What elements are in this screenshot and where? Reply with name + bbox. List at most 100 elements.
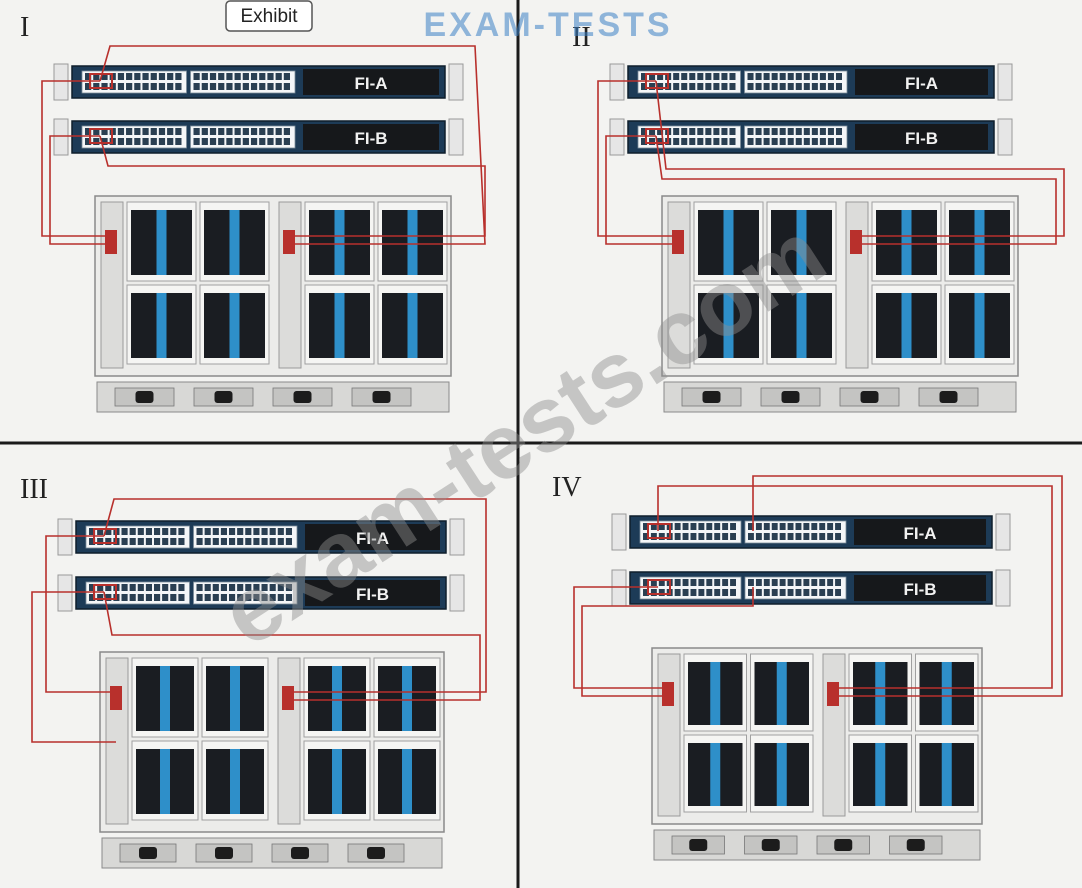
- switch-port: [242, 138, 249, 145]
- switch-port: [795, 533, 802, 540]
- switch-port: [245, 538, 252, 545]
- switch-port: [220, 594, 227, 601]
- switch-port: [771, 83, 778, 90]
- switch-port: [771, 579, 778, 586]
- switch-port: [204, 528, 211, 535]
- switch-port: [93, 83, 100, 90]
- switch-port: [730, 523, 736, 530]
- switch-port: [220, 528, 227, 535]
- switch-port: [705, 138, 712, 145]
- switch-port: [689, 138, 696, 145]
- blade-stripe: [710, 662, 721, 725]
- blade-stripe: [974, 210, 985, 275]
- blade-chassis: [99, 651, 445, 869]
- switch-port: [698, 533, 705, 540]
- switch-port: [261, 594, 268, 601]
- switch-port: [673, 73, 680, 80]
- switch-port: [819, 73, 826, 80]
- switch-port: [697, 83, 704, 90]
- fabric-interconnect-a: FI-A: [57, 518, 465, 556]
- switch-port: [162, 528, 169, 535]
- switch-port: [755, 128, 762, 135]
- switch-port: [261, 584, 268, 591]
- switch-port: [285, 584, 292, 591]
- switch-port: [117, 138, 125, 145]
- rack-ear-left: [57, 518, 73, 556]
- switch-port: [167, 83, 174, 90]
- fabric-interconnect-b: FI-B: [611, 569, 1011, 607]
- blade-stripe: [974, 293, 985, 358]
- switch-port: [803, 138, 810, 145]
- switch-port: [811, 73, 818, 80]
- power-inlet: [291, 847, 309, 859]
- power-inlet: [906, 839, 925, 851]
- switch-port: [682, 589, 689, 596]
- cable: [45, 535, 116, 693]
- switch-port: [259, 138, 266, 145]
- switch-port: [689, 73, 696, 80]
- switch-port: [722, 579, 729, 586]
- switch-port: [267, 83, 274, 90]
- blade-stripe: [941, 662, 952, 725]
- switch-port: [105, 594, 112, 601]
- rack-ear-left: [611, 513, 627, 551]
- switch-port: [234, 128, 241, 135]
- switch-port: [771, 589, 778, 596]
- rack-ear-right: [995, 513, 1011, 551]
- switch-port: [134, 83, 141, 90]
- switch-port: [643, 579, 649, 586]
- blade-stripe: [796, 293, 807, 358]
- switch-port: [722, 589, 729, 596]
- switch-port: [763, 128, 770, 135]
- io-module-port: [672, 230, 684, 254]
- switch-port: [819, 589, 826, 596]
- cable: [605, 135, 678, 245]
- fi-label-plate: [305, 524, 440, 550]
- blade-stripe: [156, 293, 167, 358]
- switch-port: [209, 128, 217, 135]
- switch-port: [682, 523, 689, 530]
- switch-port: [827, 83, 834, 90]
- switch-port: [641, 73, 648, 80]
- switch-port: [250, 138, 258, 145]
- switch-port: [713, 73, 720, 80]
- fi-label-plate: [855, 69, 988, 95]
- cable: [573, 586, 668, 689]
- switch-port: [145, 538, 152, 545]
- switch-port: [158, 138, 166, 145]
- switch-port: [158, 128, 166, 135]
- switch-port: [101, 73, 108, 80]
- switch-port: [771, 128, 778, 135]
- blade-stripe: [941, 743, 952, 806]
- switch-port: [154, 594, 161, 601]
- switch-port: [795, 589, 802, 596]
- switch-port: [787, 523, 794, 530]
- switch-port: [649, 128, 656, 135]
- switch-port: [158, 73, 166, 80]
- switch-port: [721, 83, 728, 90]
- cable: [99, 45, 486, 245]
- power-inlet: [293, 391, 312, 403]
- switch-port: [285, 528, 292, 535]
- switch-port: [275, 83, 282, 90]
- fi-label: FI-A: [354, 74, 387, 93]
- io-module-port: [850, 230, 862, 254]
- blade-stripe: [407, 293, 418, 358]
- switch-port: [827, 138, 834, 145]
- power-inlet: [761, 839, 780, 851]
- fi-label: FI-A: [903, 524, 936, 543]
- switch-port: [178, 584, 185, 591]
- switch-port: [698, 579, 705, 586]
- switch-port: [196, 528, 203, 535]
- io-module-port: [105, 230, 117, 254]
- switch-port: [682, 579, 689, 586]
- switch-port: [755, 589, 762, 596]
- switch-port: [755, 73, 762, 80]
- switch-port: [129, 594, 136, 601]
- switch-port: [201, 73, 208, 80]
- blade-stripe: [332, 749, 342, 814]
- switch-port: [97, 594, 104, 601]
- blade-stripe: [334, 293, 345, 358]
- power-inlet: [372, 391, 391, 403]
